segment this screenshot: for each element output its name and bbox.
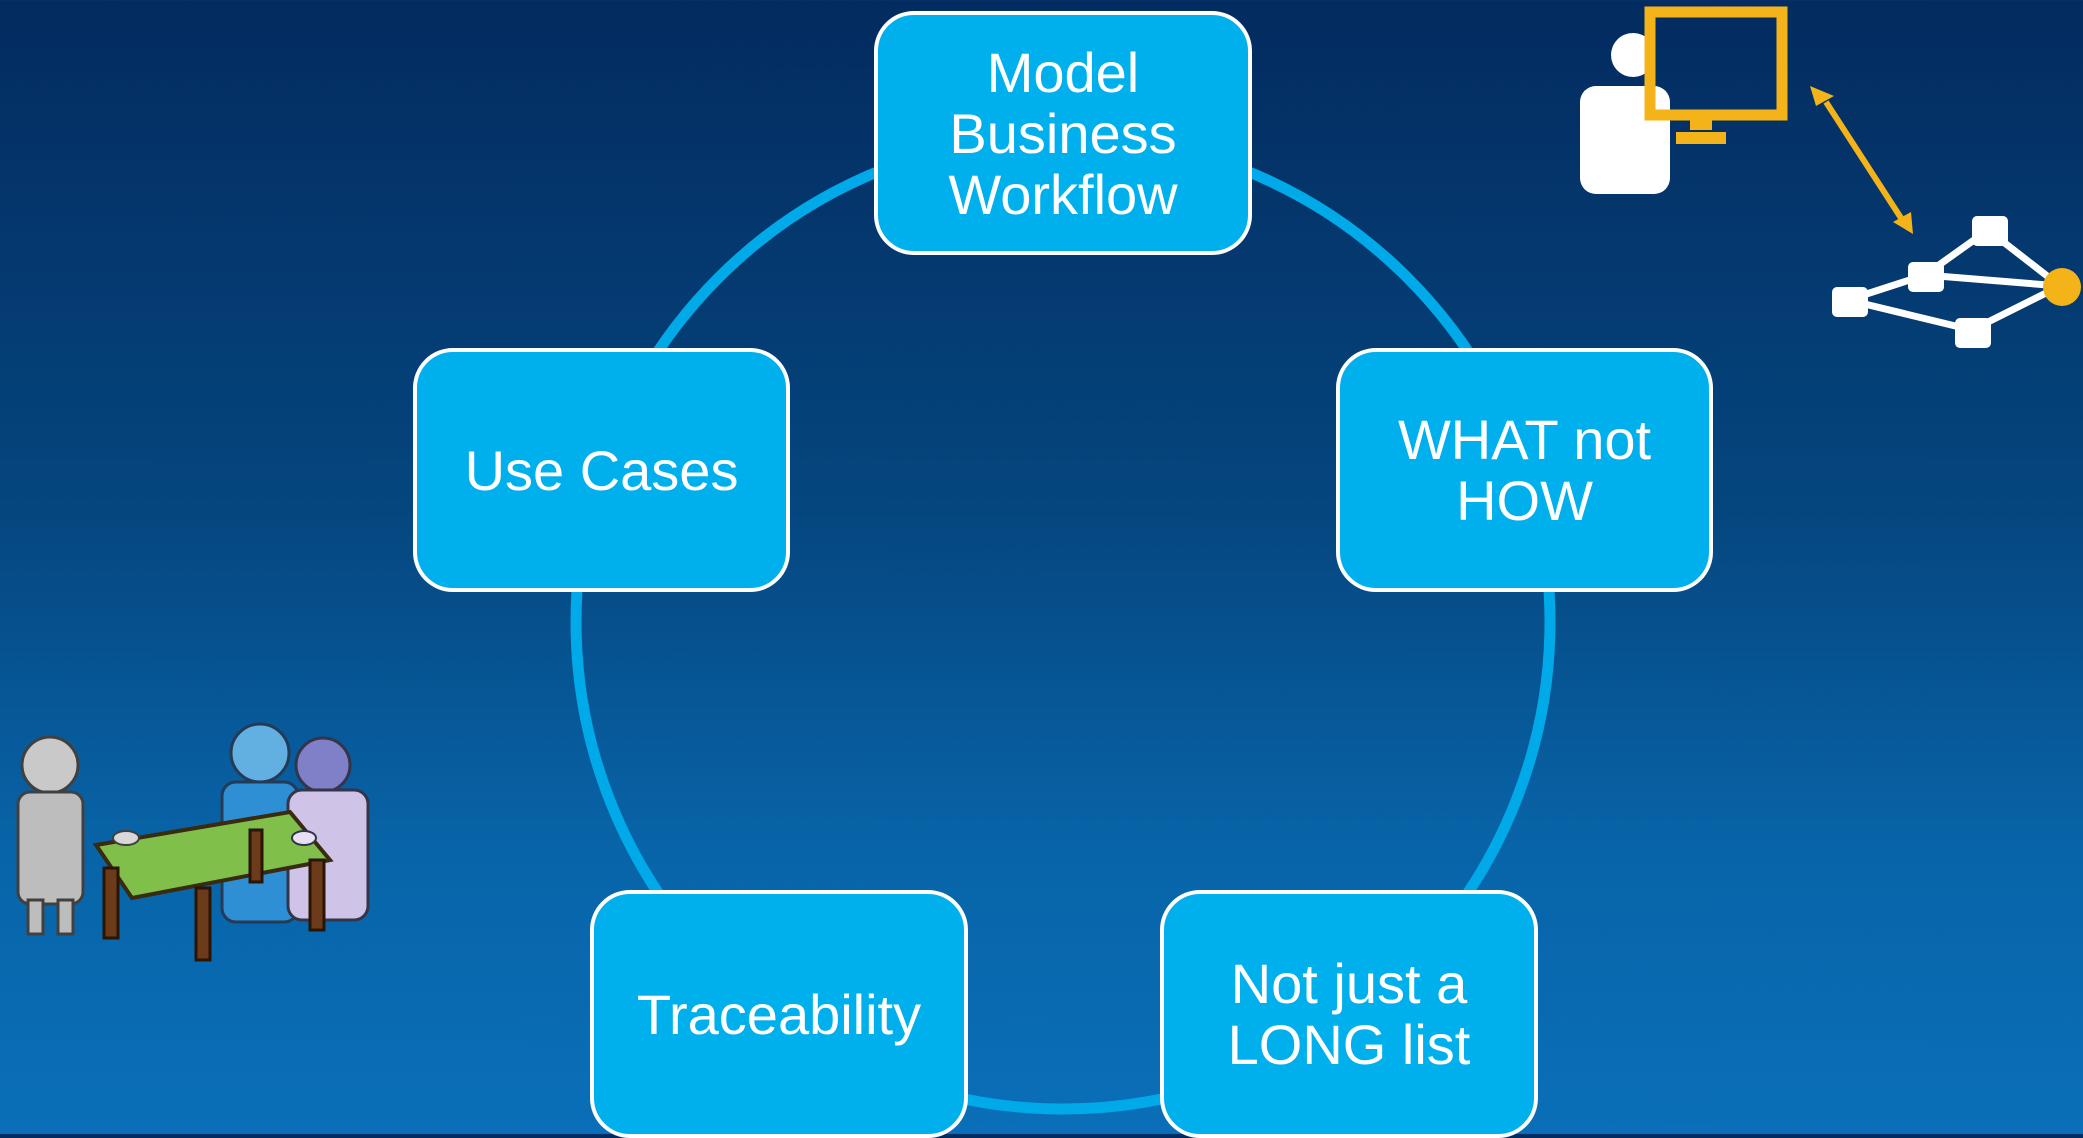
user-at-computer-icon xyxy=(1580,6,1788,194)
node-not-just-a-long-list: Not just a LONG list xyxy=(1160,890,1538,1138)
two-way-arrow-icon xyxy=(1810,86,1913,234)
node-what-not-how: WHAT not HOW xyxy=(1336,348,1713,592)
node-model-business-workflow: Model Business Workflow xyxy=(874,11,1252,255)
network-graph-icon xyxy=(1832,216,2081,348)
node-use-cases: Use Cases xyxy=(413,348,790,592)
team-meeting-table-icon xyxy=(16,722,370,962)
node-traceability: Traceability xyxy=(590,890,968,1138)
